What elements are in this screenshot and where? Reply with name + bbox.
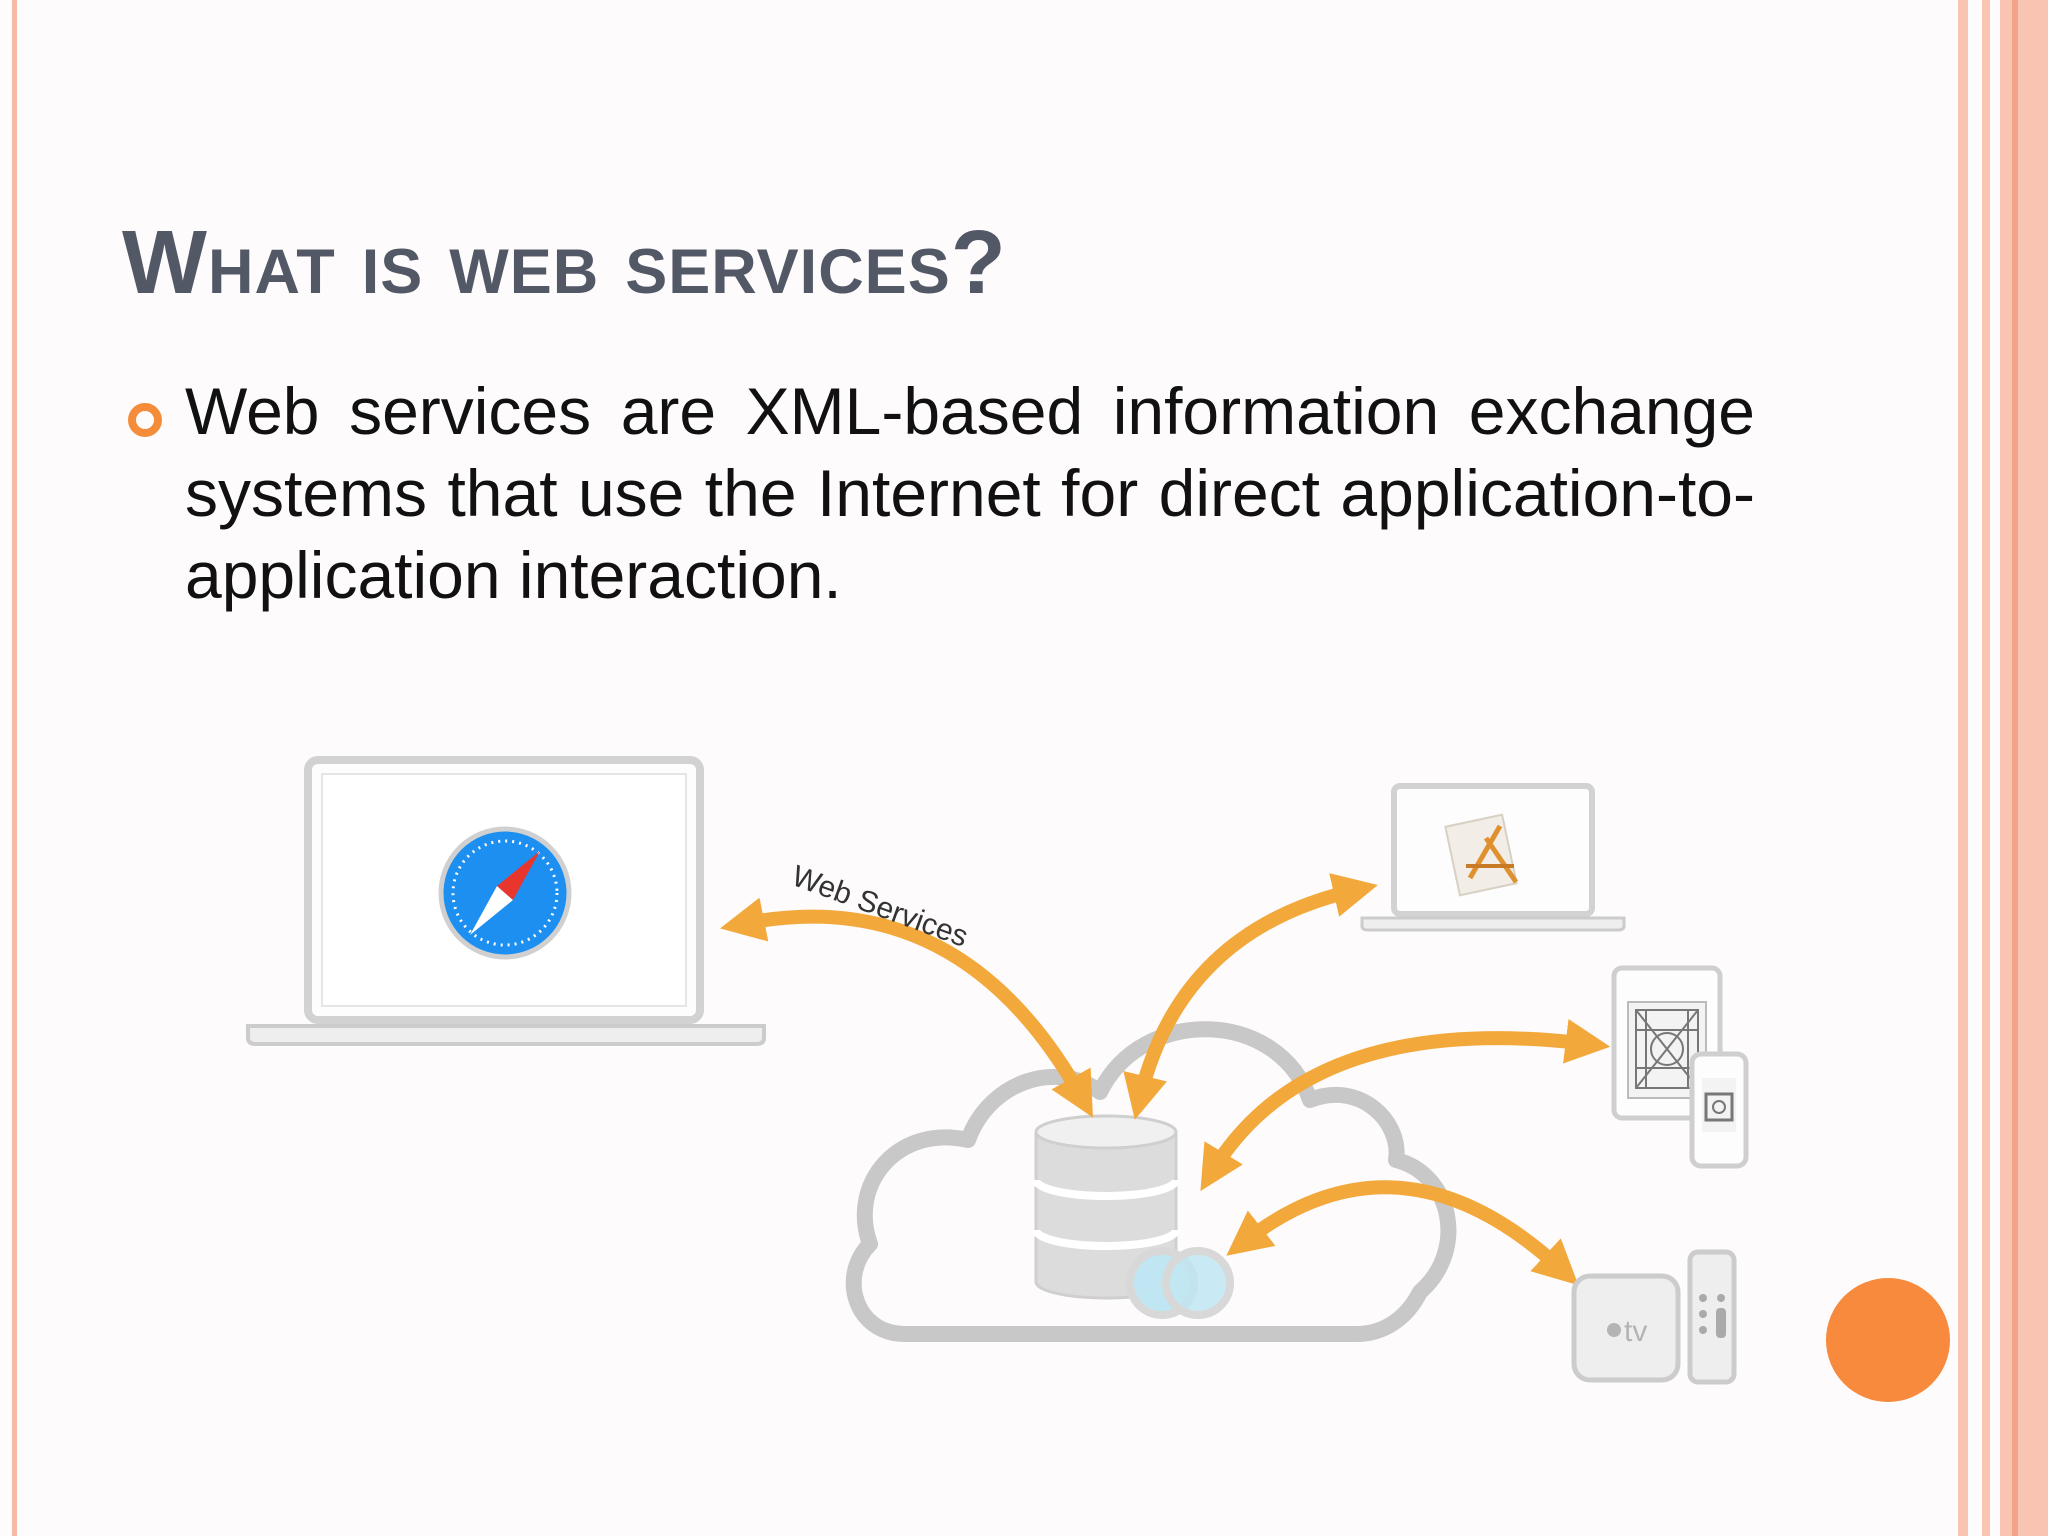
bullet-circle-icon xyxy=(128,403,162,437)
iphone-device xyxy=(1692,1054,1746,1166)
apple-tv-device: tv xyxy=(1574,1276,1678,1380)
right-border-stripe xyxy=(1982,0,1990,1536)
slide-title: What is web services? xyxy=(122,212,1007,315)
right-border-stripe xyxy=(1958,0,1968,1536)
tv-remote xyxy=(1690,1252,1734,1382)
safari-compass-icon xyxy=(441,829,569,957)
web-services-diagram: Web Services tv xyxy=(240,740,1770,1400)
left-border xyxy=(12,0,17,1536)
right-border-stripe xyxy=(2012,0,2018,1536)
apple-tv-label: tv xyxy=(1624,1315,1647,1348)
decorative-orange-circle xyxy=(1826,1278,1950,1402)
web-services-label: Web Services xyxy=(788,860,973,954)
bullet-text: Web services are XML-based information e… xyxy=(185,370,1755,616)
sync-rings-icon xyxy=(1130,1251,1230,1315)
right-border-stripe xyxy=(2000,0,2048,1536)
